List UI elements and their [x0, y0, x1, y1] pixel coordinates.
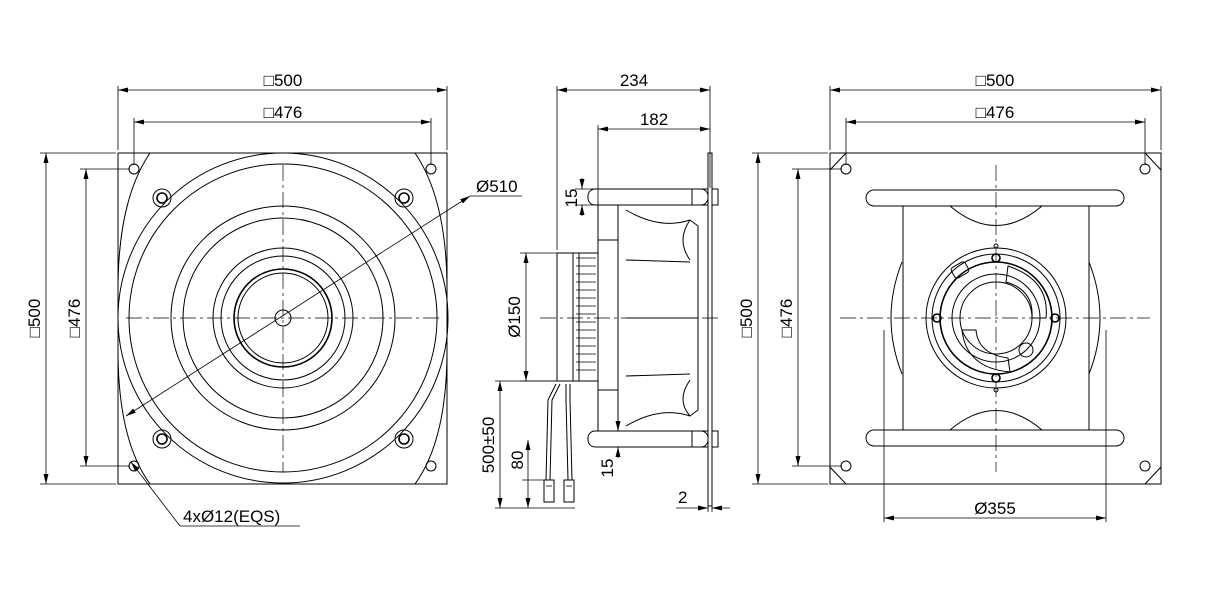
- side-cable-label: 80: [508, 451, 527, 470]
- mount-hole: [425, 163, 437, 175]
- mount-hole: [840, 163, 852, 175]
- side-cable-length-label: 500±50: [479, 417, 498, 474]
- front-diameter-label: Ø510: [476, 177, 518, 196]
- side-plate: [707, 152, 713, 507]
- side-motor: [556, 252, 580, 382]
- front-diameter-dim: [125, 195, 471, 417]
- side-view: 234 182 15: [479, 71, 730, 512]
- front-height-label: □500: [25, 299, 44, 338]
- front-plate: [117, 152, 448, 485]
- mount-hole: [1139, 163, 1151, 175]
- rear-rail: [865, 429, 1125, 447]
- motor-fins: [576, 257, 596, 371]
- side-bracket: [587, 188, 709, 206]
- grommet: [152, 429, 172, 449]
- front-height-hole-label: □476: [65, 299, 84, 338]
- rear-view: □500 □476 □500 □476: [737, 71, 1162, 522]
- rear-width-label: □500: [976, 71, 1015, 90]
- side-bracket-bottom-label: 15: [598, 459, 617, 478]
- grommet: [394, 429, 414, 449]
- side-bracket: [587, 430, 709, 448]
- mount-hole: [425, 460, 437, 472]
- rear-rail: [865, 189, 1125, 207]
- side-plate-label: 2: [678, 488, 687, 507]
- side-depth-label: 234: [620, 71, 648, 90]
- grommet: [394, 188, 414, 208]
- mount-hole: [128, 163, 140, 175]
- side-fan-depth-label: 182: [640, 110, 668, 129]
- front-view: □500 □476 □500 □476: [25, 71, 522, 527]
- side-motor-dia-label: Ø150: [505, 296, 524, 338]
- cables: [543, 383, 575, 503]
- mount-hole: [840, 460, 852, 472]
- front-width-label: □500: [264, 71, 303, 90]
- holes-label: 4xØ12(EQS): [183, 507, 280, 526]
- mount-hole: [1139, 460, 1151, 472]
- rear-bottom-dia-label: Ø355: [974, 499, 1016, 518]
- rear-height-label: □500: [737, 299, 756, 338]
- side-bracket-top-label: 15: [562, 189, 581, 208]
- grommet: [152, 188, 172, 208]
- rear-hole-label: □476: [976, 103, 1015, 122]
- front-hole-label: □476: [264, 103, 303, 122]
- rear-height-hole-label: □476: [777, 299, 796, 338]
- rear-plate: [829, 152, 1162, 485]
